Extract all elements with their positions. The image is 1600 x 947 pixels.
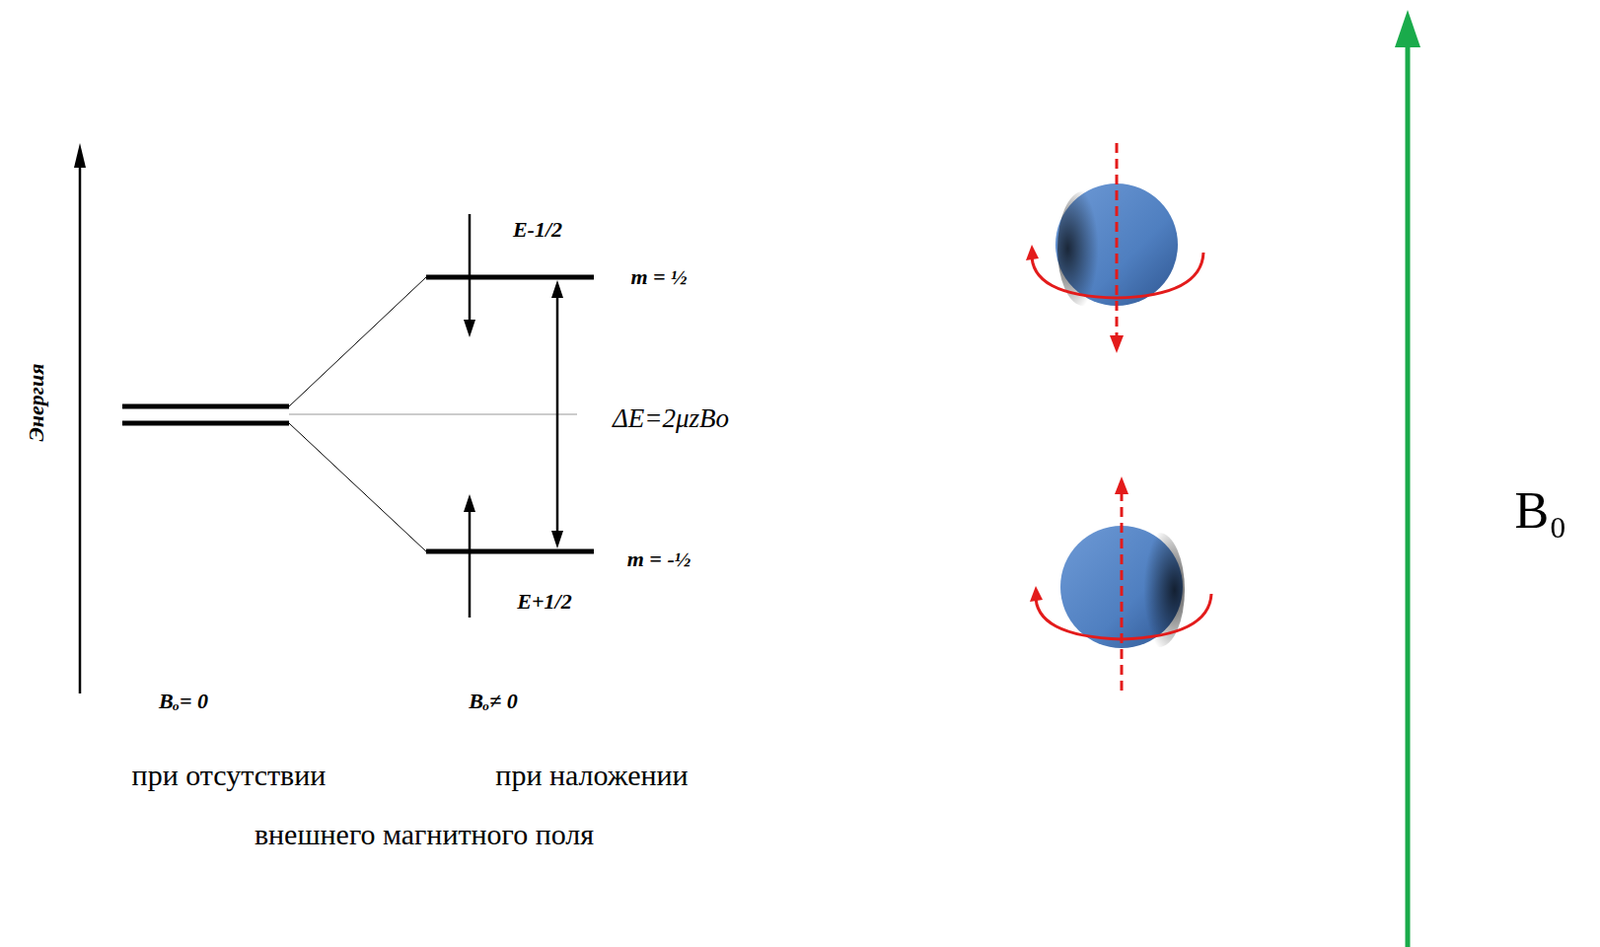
energy-levels	[122, 277, 594, 552]
level-label: E-1/2	[512, 217, 563, 243]
energy-gap-formula: ΔE=2μzBo	[609, 403, 732, 435]
field-condition: Bₒ= 0	[158, 688, 209, 715]
spin-sphere-down	[1025, 143, 1204, 354]
field-arrow	[1394, 9, 1421, 947]
axis-label: Энергия	[22, 363, 49, 442]
energy-axis	[73, 143, 86, 694]
field-condition: Bₒ≠ 0	[468, 688, 518, 715]
level-label: E+1/2	[516, 588, 572, 615]
quantum-number: m = -½	[627, 546, 691, 573]
spin-arrows	[463, 214, 564, 618]
spin-sphere-up	[1029, 476, 1212, 691]
caption-text: внешнего магнитного поля	[254, 817, 594, 852]
caption-text: при наложении	[495, 758, 688, 793]
caption-text: при отсутствии	[132, 758, 327, 793]
field-label: B₀	[1515, 481, 1568, 540]
quantum-number: m = ½	[630, 264, 687, 291]
